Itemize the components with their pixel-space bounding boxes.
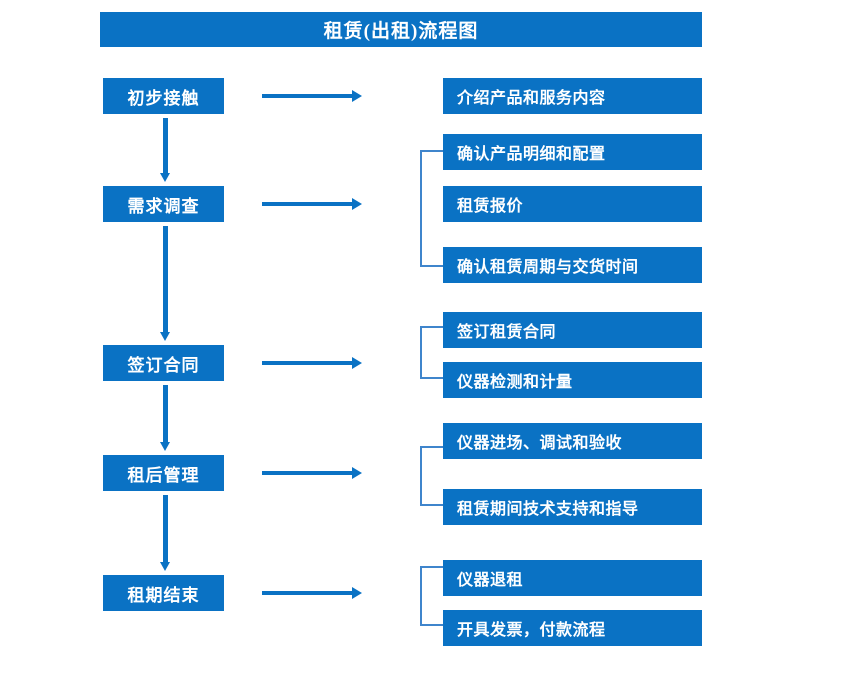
stage-box-5[interactable]: 租期结束	[103, 575, 224, 611]
down-arrow-icon-2	[160, 226, 170, 341]
group-bracket-5	[420, 566, 443, 626]
detail-box-2-3[interactable]: 确认租赁周期与交货时间	[443, 247, 702, 283]
down-arrow-icon-1	[160, 118, 170, 182]
detail-box-2-2[interactable]: 租赁报价	[443, 186, 702, 222]
group-bracket-2	[420, 150, 443, 267]
right-arrow-icon-4	[262, 467, 362, 479]
down-arrow-icon-3	[160, 385, 170, 451]
page-title: 租赁(出租)流程图	[100, 12, 702, 47]
detail-box-4-2[interactable]: 租赁期间技术支持和指导	[443, 489, 702, 525]
right-arrow-icon-3	[262, 357, 362, 369]
stage-box-4[interactable]: 租后管理	[103, 455, 224, 491]
stage-box-3[interactable]: 签订合同	[103, 345, 224, 381]
detail-box-5-2[interactable]: 开具发票，付款流程	[443, 610, 702, 646]
right-arrow-icon-2	[262, 198, 362, 210]
down-arrow-icon-4	[160, 495, 170, 571]
detail-box-5-1[interactable]: 仪器退租	[443, 560, 702, 596]
detail-box-1-1[interactable]: 介绍产品和服务内容	[443, 78, 702, 114]
stage-box-2[interactable]: 需求调查	[103, 186, 224, 222]
detail-box-3-1[interactable]: 签订租赁合同	[443, 312, 702, 348]
right-arrow-icon-1	[262, 90, 362, 102]
detail-box-3-2[interactable]: 仪器检测和计量	[443, 362, 702, 398]
group-bracket-4	[420, 446, 443, 506]
detail-box-2-1[interactable]: 确认产品明细和配置	[443, 134, 702, 170]
stage-box-1[interactable]: 初步接触	[103, 78, 224, 114]
right-arrow-icon-5	[262, 587, 362, 599]
group-bracket-3	[420, 326, 443, 379]
detail-box-4-1[interactable]: 仪器进场、调试和验收	[443, 423, 702, 459]
